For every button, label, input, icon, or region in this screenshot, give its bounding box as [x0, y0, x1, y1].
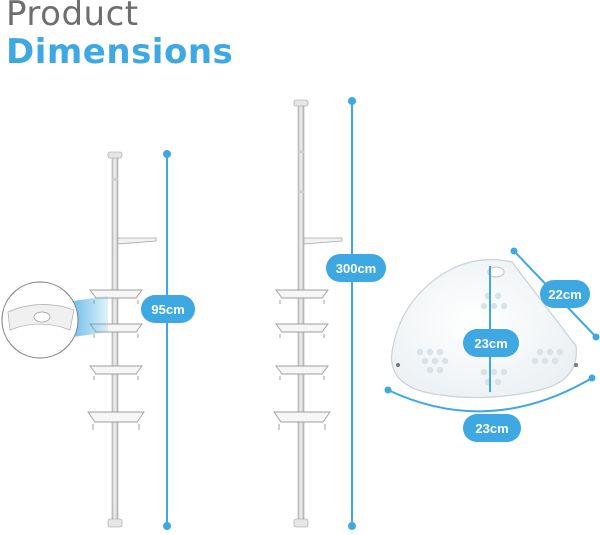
tray-width-label: 23cm [463, 414, 521, 442]
tray-width-measure [384, 374, 596, 413]
short-shelf-unit [87, 151, 157, 528]
heading-product: Product [6, 0, 139, 34]
zoom-detail-bubble [1, 281, 108, 359]
tall-height-label: 300cm [326, 254, 386, 282]
heading-dimensions: Dimensions [6, 32, 234, 72]
tray-side-label: 22cm [540, 280, 590, 308]
short-height-label: 95cm [141, 295, 195, 323]
corner-tray [391, 258, 578, 399]
tall-height-measure [348, 97, 356, 530]
tall-shelf-unit [273, 99, 343, 528]
short-height-measure [163, 150, 171, 530]
tray-depth-label: 23cm [463, 329, 519, 357]
